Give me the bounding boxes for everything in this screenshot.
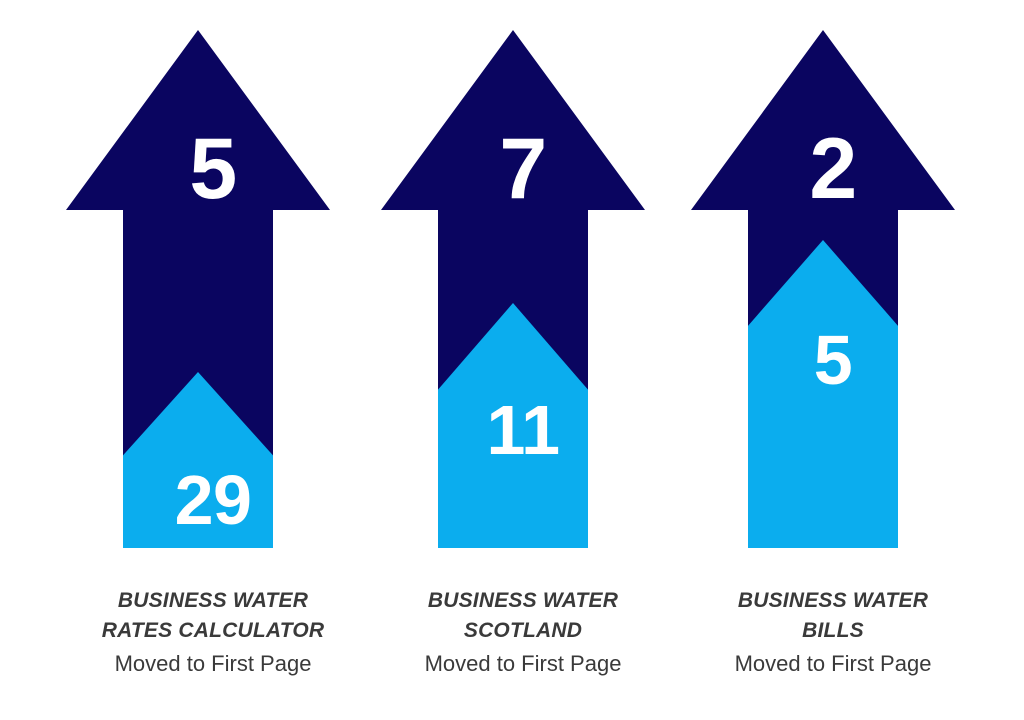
arrow-svg-3: [691, 30, 955, 548]
label-block-1: BUSINESS WATER RATES CALCULATOR Moved to…: [58, 586, 368, 680]
inner-arrow-shape-2: [423, 303, 603, 548]
metric-column-business-water-scotland: 7 11 BUSINESS WATER SCOTLAND Moved to Fi…: [368, 0, 678, 720]
keyword-subtitle-1: Moved to First Page: [114, 650, 312, 676]
arrow-graphic-2: 7 11: [368, 20, 678, 580]
arrow-svg-2: [381, 30, 645, 548]
label-block-2: BUSINESS WATER SCOTLAND Moved to First P…: [368, 586, 678, 680]
arrow-graphic-1: 5 29: [58, 20, 368, 580]
metric-column-business-water-rates-calculator: 5 29 BUSINESS WATER RATES CALCULATOR Mov…: [58, 0, 368, 720]
inner-arrow-shape-1: [108, 372, 288, 548]
inner-arrow-shape-3: [733, 240, 913, 548]
keyword-title-2: BUSINESS WATER SCOTLAND: [427, 589, 619, 642]
arrow-svg-1: [66, 30, 330, 548]
metric-column-business-water-bills: 2 5 BUSINESS WATER BILLS Moved to First …: [678, 0, 988, 720]
label-block-3: BUSINESS WATER BILLS Moved to First Page: [678, 586, 988, 680]
keyword-title-3: BUSINESS WATER BILLS: [737, 589, 929, 642]
outer-arrow-shape-1: [66, 30, 330, 548]
keyword-title-1: BUSINESS WATER RATES CALCULATOR: [101, 589, 325, 642]
keyword-subtitle-2: Moved to First Page: [424, 650, 622, 676]
arrow-graphic-3: 2 5: [678, 20, 988, 580]
keyword-subtitle-3: Moved to First Page: [734, 650, 932, 676]
